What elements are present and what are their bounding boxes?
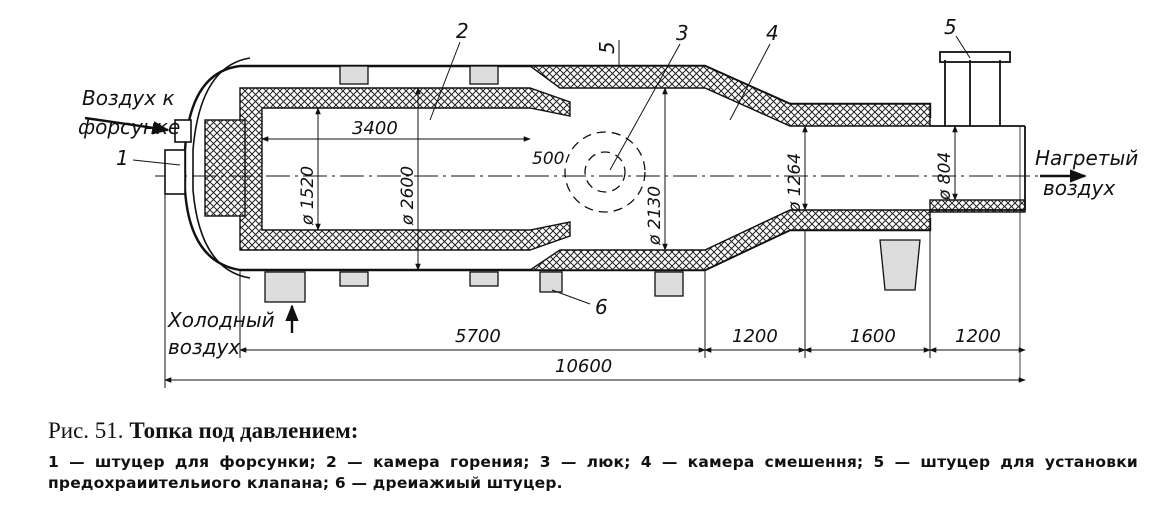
- outlet-label-line1: Нагретый: [1035, 146, 1138, 170]
- dim-seg1: 5700: [455, 326, 501, 347]
- dim-diam-outer: ø 2600: [398, 166, 418, 226]
- callout-5-outlet: 5: [944, 15, 957, 39]
- dim-gap: 500: [532, 149, 564, 169]
- callout-6: 6: [595, 295, 608, 319]
- callout-4: 4: [766, 21, 779, 45]
- callout-3: 3: [676, 21, 689, 45]
- hatch-circle: [564, 131, 646, 213]
- dim-seg4: 1200: [955, 326, 1001, 347]
- dimension-lines: [164, 87, 1026, 388]
- figure-number: Рис. 51.: [48, 418, 124, 443]
- burner-fitting: [164, 119, 192, 195]
- dim-seg3: 1600: [850, 326, 896, 347]
- callout-5-valve: 5: [595, 41, 619, 54]
- dim-total: 10600: [555, 356, 612, 377]
- combustion-lining: [204, 87, 571, 251]
- dim-diam-inner: ø 1520: [298, 166, 318, 226]
- callout-leaders: [132, 35, 971, 305]
- flow-arrows: [84, 116, 1087, 333]
- inlet-label-line1: Воздух к: [82, 86, 175, 110]
- dim-diam-outlet: ø 804: [935, 152, 955, 201]
- outlet-label-line2: воздух: [1043, 176, 1115, 200]
- dim-diam-neck: ø 1264: [785, 153, 805, 213]
- dim-chamber-length: 3400: [352, 118, 398, 139]
- outlet-neck: [930, 51, 1026, 380]
- figure-title: Топка под давлением:: [129, 418, 359, 443]
- supports: [264, 65, 921, 303]
- furnace-diagram: Воздух к форсунке Нагретый воздух Холодн…: [78, 15, 1138, 388]
- cold-air-line2: воздух: [168, 335, 240, 359]
- callout-1: 1: [116, 146, 129, 170]
- dim-seg2: 1200: [732, 326, 778, 347]
- dim-diam-mix: ø 2130: [645, 186, 665, 246]
- cold-air-line1: Холодный: [167, 308, 275, 332]
- caption-title: Рис. 51. Топка под давлением:: [48, 418, 1138, 444]
- figure-caption: Рис. 51. Топка под давлением: 1 — штуцер…: [48, 418, 1138, 494]
- caption-legend: 1 — штуцер для форсунки; 2 — камера горе…: [48, 453, 1138, 492]
- callout-2: 2: [456, 19, 469, 43]
- inlet-label-line2: форсунке: [78, 115, 180, 139]
